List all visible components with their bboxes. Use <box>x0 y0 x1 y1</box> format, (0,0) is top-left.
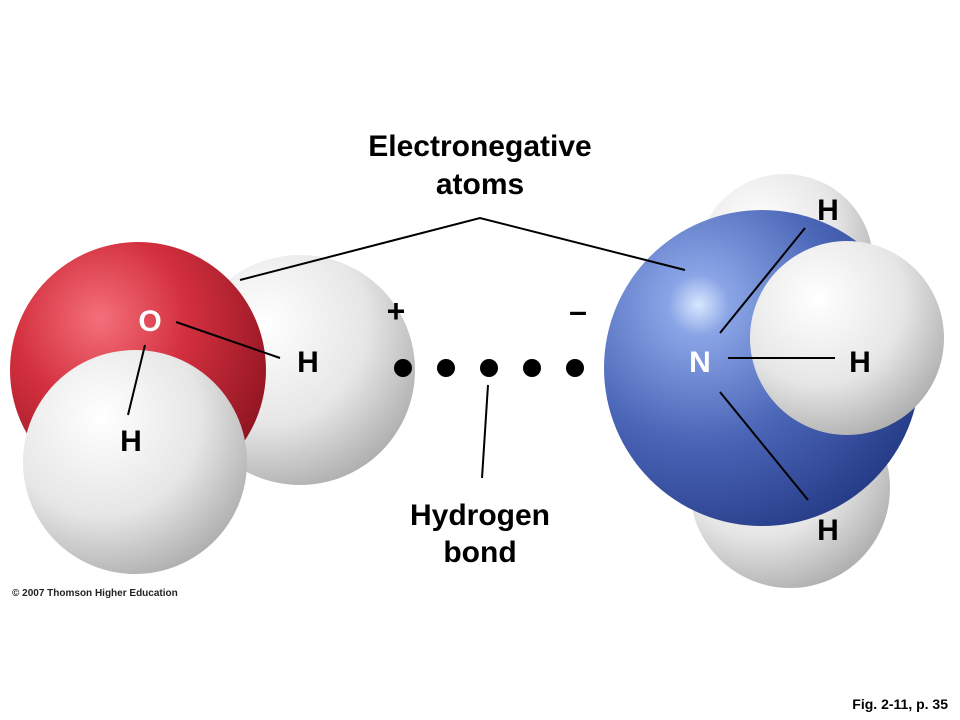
water-hydrogen-label-bottom: H <box>120 425 142 458</box>
oxygen-lower-hydrogen-leader <box>127 344 146 416</box>
hydrogen-bond-label-line1: Hydrogen <box>410 499 550 532</box>
water-molecule <box>10 242 415 574</box>
bond-dot <box>566 359 584 377</box>
bond-dot <box>480 359 498 377</box>
copyright-notice: © 2007 Thomson Higher Education <box>12 588 178 599</box>
nitrogen-top-hydrogen-leader <box>719 227 806 334</box>
water-hydrogen-bottom-sphere <box>23 350 247 574</box>
bond-dot <box>437 359 455 377</box>
oxygen-hydrogen-leader <box>175 321 281 359</box>
nitrogen-bottom-hydrogen-leader <box>719 391 809 501</box>
ammonia-molecule <box>604 174 944 588</box>
oxygen-label: O <box>138 305 161 338</box>
figure-reference: Fig. 2-11, p. 35 <box>852 696 948 712</box>
ammonia-hydrogen-label-top: H <box>817 194 839 227</box>
hydrogen-bond-dots <box>394 359 584 377</box>
leader-lines <box>127 216 835 501</box>
electronegative-label-line1: Electronegative <box>368 130 591 163</box>
partial-positive-charge: + <box>387 293 406 329</box>
ammonia-hydrogen-label-right: H <box>849 346 871 379</box>
hydrogen-bond-leader <box>481 384 489 479</box>
electronegative-label-line2: atoms <box>436 168 524 201</box>
partial-negative-charge: – <box>569 293 587 329</box>
electronegative-leader <box>239 216 686 281</box>
nitrogen-label: N <box>689 346 711 379</box>
water-hydrogen-label-right: H <box>297 346 319 379</box>
bond-dot <box>523 359 541 377</box>
ammonia-hydrogen-label-bottom: H <box>817 514 839 547</box>
ammonia-hydrogen-right-sphere <box>750 241 944 435</box>
bond-dot <box>394 359 412 377</box>
hydrogen-bond-label-line2: bond <box>443 536 516 569</box>
